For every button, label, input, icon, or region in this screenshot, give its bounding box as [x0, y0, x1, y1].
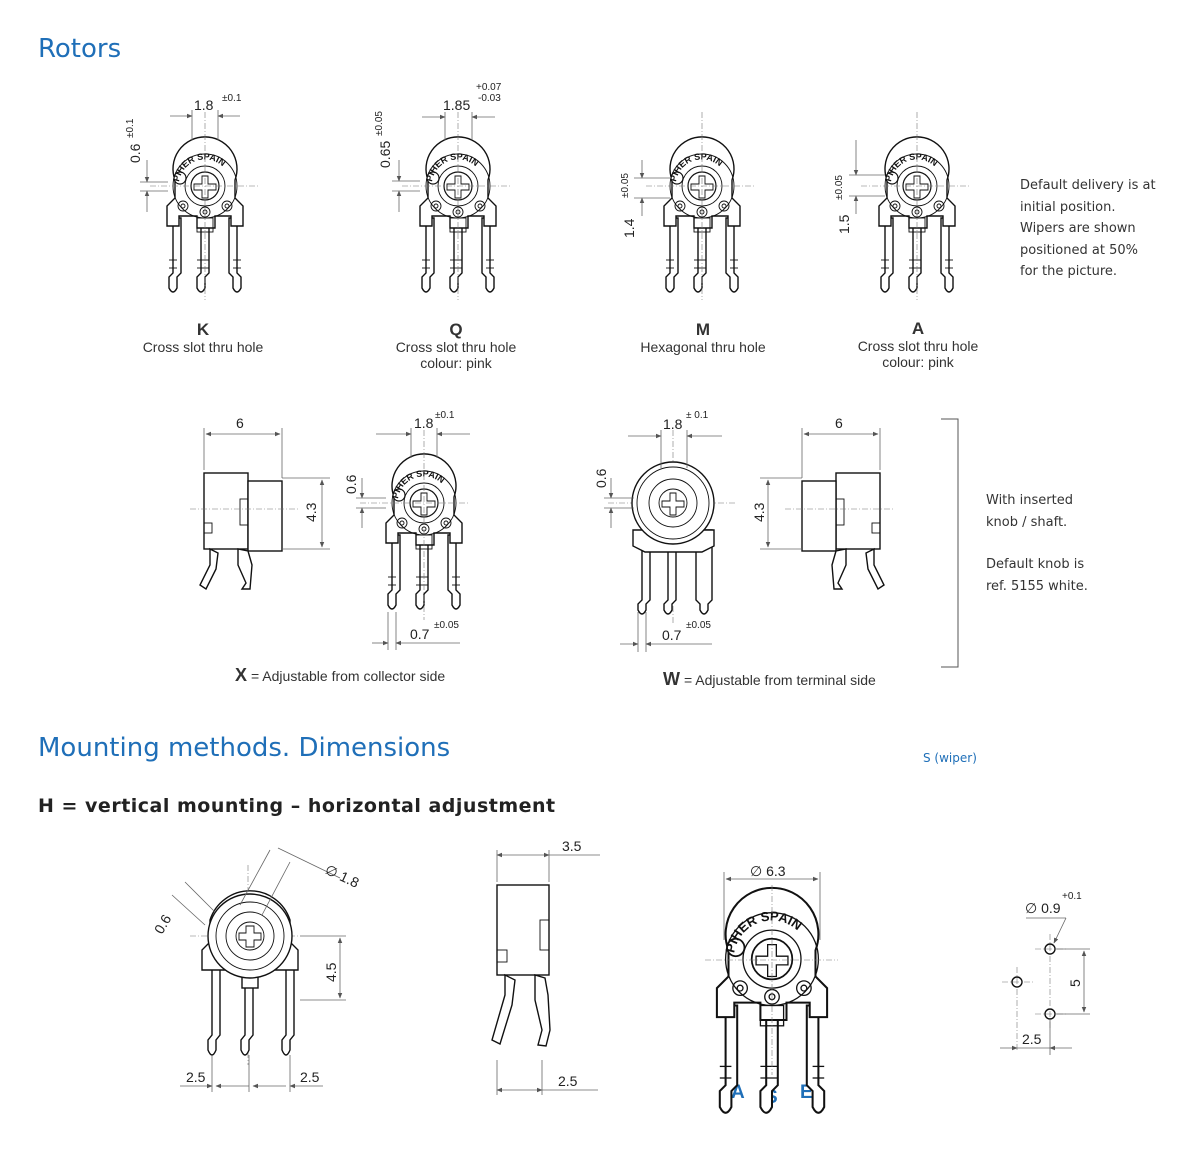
dim-k-width: 1.8 — [194, 97, 214, 113]
dim-x-pitch-tol: ±0.05 — [434, 620, 459, 631]
rotor-desc: Cross slot thru hole — [395, 339, 517, 355]
adjust-caption-x: X= Adjustable from collector side — [235, 665, 445, 686]
dim-q-tol-minus: -0.03 — [478, 93, 501, 104]
note-line: With inserted — [986, 493, 1073, 508]
dim-f-diam: ∅ 6.3 — [750, 863, 786, 879]
dim-w-height: 4.3 — [751, 502, 767, 522]
mounting-subtitle: H = vertical mounting – horizontal adjus… — [38, 795, 556, 817]
note-line: positioned at 50% — [1020, 242, 1138, 258]
dim-x-height: 4.3 — [303, 502, 319, 522]
dim-a-offset-tol: ±0.05 — [834, 175, 845, 200]
dim-q-offset-tol: ±0.05 — [374, 111, 385, 136]
dim-k-offset-tol: ±0.1 — [125, 118, 136, 138]
dim-q-width: 1.85 — [443, 97, 470, 113]
dim-p-hole: ∅ 0.9 — [1025, 900, 1061, 916]
rotor-desc: Cross slot thru hole — [142, 339, 264, 355]
adjust-letter-w: W — [663, 669, 680, 689]
rotor-letter: Q — [449, 320, 463, 339]
dim-x-offset: 0.6 — [343, 474, 359, 494]
rotor-colour: colour: pink — [882, 354, 954, 370]
dim-h-height: 4.5 — [323, 962, 339, 982]
dim-h-pitch-right: 2.5 — [300, 1069, 320, 1085]
rotor-desc: Cross slot thru hole — [857, 338, 979, 354]
dim-q-offset: 0.65 — [377, 141, 393, 168]
note-line: Default delivery is at — [1020, 178, 1156, 193]
knob-note: With inserted knob / shaft. Default knob… — [986, 490, 1088, 597]
note-line: ref. 5155 white. — [986, 578, 1088, 594]
note-line: Default knob is — [986, 557, 1085, 572]
rotor-letter: M — [695, 320, 711, 339]
note-line: initial position. — [1020, 199, 1116, 215]
adjust-text-w: = Adjustable from terminal side — [684, 672, 876, 688]
dim-x-body: 6 — [236, 415, 244, 431]
dim-p-hole-tol: +0.1 — [1062, 891, 1082, 902]
adjust-text-x: = Adjustable from collector side — [251, 668, 446, 684]
dim-w-pitch-tol: ±0.05 — [686, 620, 711, 631]
dim-p-vertical: 5 — [1067, 979, 1083, 987]
rotors-title: Rotors — [38, 34, 122, 64]
dim-h-pitch-left: 2.5 — [186, 1069, 206, 1085]
dim-p-horizontal: 2.5 — [1022, 1031, 1042, 1047]
knob-bracket — [941, 418, 959, 668]
dim-a-offset: 1.5 — [836, 214, 852, 234]
dim-w-slot: 1.8 — [663, 416, 683, 432]
rotor-caption-a: A Cross slot thru hole colour: pink — [828, 319, 1008, 371]
dim-w-slot-tol: ± 0.1 — [686, 410, 709, 421]
rotor-caption-m: M Hexagonal thru hole — [613, 320, 793, 356]
dim-x-slot: 1.8 — [414, 415, 434, 431]
dim-w-pitch: 0.7 — [662, 627, 682, 643]
dim-m-offset: 1.4 — [621, 218, 637, 238]
dim-k-width-tol: ±0.1 — [222, 93, 242, 104]
dim-w-offset: 0.6 — [593, 468, 609, 488]
dim-q-tol-plus: +0.07 — [476, 82, 502, 93]
wiper-label: S (wiper) — [923, 751, 977, 765]
mounting-title: Mounting methods. Dimensions — [38, 733, 451, 763]
dim-s-pitch: 2.5 — [558, 1073, 578, 1089]
dim-h-offset: 0.6 — [151, 911, 175, 936]
dim-h-hole: ∅ 1.8 — [323, 861, 362, 891]
rotor-letter: A — [911, 319, 925, 338]
dim-x-slot-tol: ±0.1 — [435, 410, 455, 421]
note-line: for the picture. — [1020, 264, 1118, 279]
dim-k-offset: 0.6 — [127, 143, 143, 163]
dim-m-offset-tol: ±0.05 — [620, 173, 631, 198]
dim-w-body: 6 — [835, 415, 843, 431]
rotor-colour: colour: pink — [420, 355, 492, 371]
dim-s-depth: 3.5 — [562, 838, 582, 854]
note-line: knob / shaft. — [986, 514, 1068, 530]
rotor-desc: Hexagonal thru hole — [640, 339, 766, 355]
rotor-letter: K — [196, 320, 210, 339]
rotor-caption-q: Q Cross slot thru hole colour: pink — [366, 320, 546, 372]
rotor-caption-k: K Cross slot thru hole — [113, 320, 293, 356]
dim-x-pitch: 0.7 — [410, 626, 430, 642]
default-delivery-note: Default delivery is at initial position.… — [1020, 175, 1156, 283]
adjust-caption-w: W= Adjustable from terminal side — [663, 669, 876, 690]
note-line: Wipers are shown — [1020, 221, 1136, 236]
adjust-letter-x: X — [235, 665, 248, 685]
